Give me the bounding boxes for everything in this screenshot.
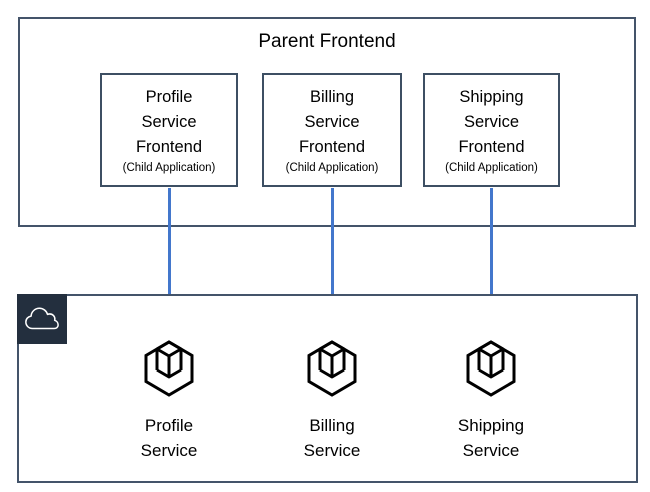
service-label-line: Service <box>303 441 361 460</box>
child-app-subtitle: (Child Application) <box>285 162 379 174</box>
arrow-billing <box>330 188 334 324</box>
child-app-label: Profile <box>145 88 193 106</box>
arrow-shipping <box>490 188 493 324</box>
arrow-profile <box>167 188 171 324</box>
child-app-label: Shipping <box>459 88 524 106</box>
module-cube-icon <box>144 340 194 397</box>
service-label-billing: Billing Service <box>262 413 402 463</box>
child-app-label: Service <box>304 113 360 131</box>
child-app-label: Service <box>463 113 520 131</box>
cloud-group-box <box>17 294 638 483</box>
child-app-box-profile: Profile Service Frontend (Child Applicat… <box>100 73 238 187</box>
service-label-line: Service <box>462 441 520 460</box>
module-cube-icon <box>307 340 357 397</box>
service-label-line: Shipping <box>457 416 525 435</box>
service-label-line: Service <box>140 441 198 460</box>
service-label-line: Profile <box>144 416 194 435</box>
child-app-subtitle: (Child Application) <box>122 162 216 174</box>
child-app-label: Billing <box>309 88 355 106</box>
child-app-label: Frontend <box>298 138 366 156</box>
child-app-label: Frontend <box>458 138 525 156</box>
child-app-box-shipping: Shipping Service Frontend (Child Applica… <box>423 73 560 187</box>
parent-frontend-title: Parent Frontend <box>258 31 396 52</box>
service-label-line: Billing <box>309 416 355 435</box>
child-app-box-billing: Billing Service Frontend (Child Applicat… <box>262 73 402 187</box>
cloud-badge <box>17 294 67 344</box>
service-label-profile: Profile Service <box>99 413 239 463</box>
child-app-label: Service <box>141 113 197 131</box>
module-cube-icon <box>466 340 516 397</box>
child-app-label: Frontend <box>135 138 203 156</box>
cloud-icon <box>25 307 59 330</box>
child-app-subtitle: (Child Application) <box>445 162 538 174</box>
service-label-shipping: Shipping Service <box>421 413 561 463</box>
